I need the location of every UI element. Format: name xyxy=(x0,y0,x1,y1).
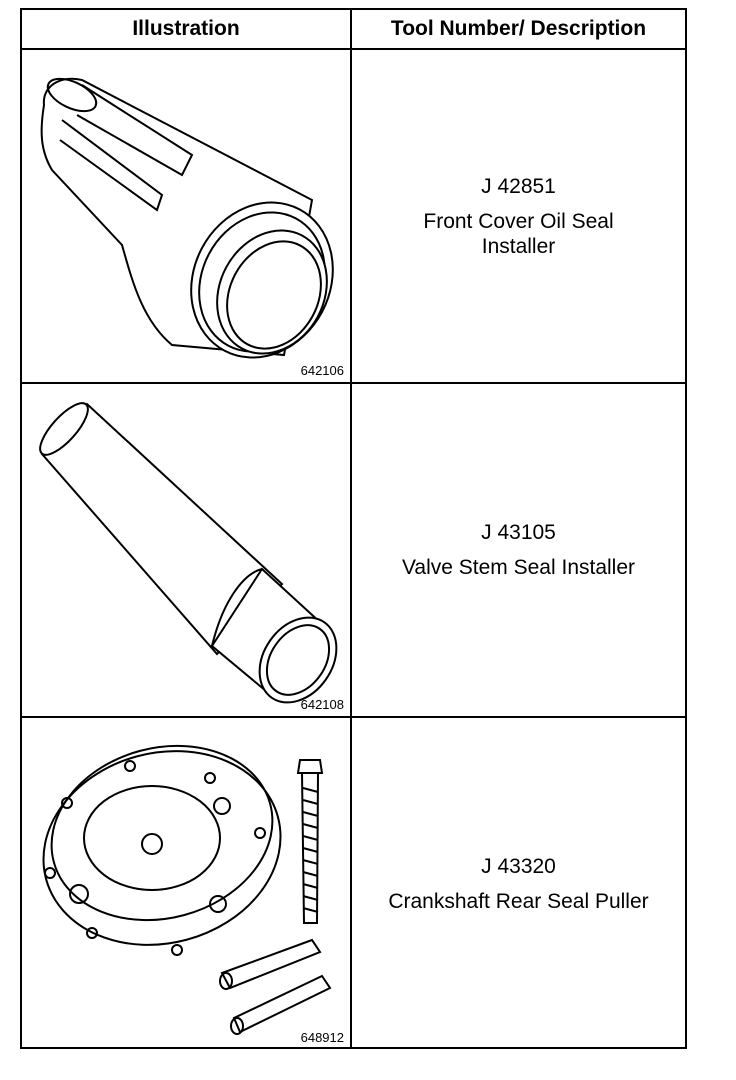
illustration-cell-1: 642106 xyxy=(22,50,350,382)
illustration-cell-3: 648912 xyxy=(22,718,350,1049)
tool-number-2: J 43105 xyxy=(481,521,556,544)
tool-number-1: J 42851 xyxy=(481,174,556,198)
tool-description-2-line1: Valve Stem Seal Installer xyxy=(401,556,636,579)
tool-number-3: J 43320 xyxy=(481,854,556,878)
description-cell-2: J 43105 Valve Stem Seal Installer xyxy=(352,384,685,716)
tools-table: Illustration Tool Number/ Description 64… xyxy=(20,8,687,1049)
row-divider-1 xyxy=(22,382,685,384)
tool-description-3-line1: Crankshaft Rear Seal Puller xyxy=(388,889,649,913)
description-cell-3: J 43320 Crankshaft Rear Seal Puller xyxy=(352,718,685,1049)
header-divider xyxy=(22,48,685,50)
header-illustration: Illustration xyxy=(132,17,240,40)
column-divider xyxy=(350,10,352,1047)
description-cell-1: J 42851 Front Cover Oil Seal Installer xyxy=(352,50,685,382)
front-cover-oil-seal-installer-illustration xyxy=(40,77,334,359)
figure-number-3: 648912 xyxy=(300,1030,344,1045)
header-tool-description: Tool Number/ Description xyxy=(390,17,647,40)
illustration-cell-2: 642108 xyxy=(22,384,350,716)
crankshaft-rear-seal-puller-illustration xyxy=(42,744,332,1035)
tool-description-1-line2: Installer xyxy=(481,234,556,258)
figure-number-2: 642108 xyxy=(300,697,344,712)
tool-description-1-line1: Front Cover Oil Seal xyxy=(423,209,614,233)
valve-stem-seal-installer-illustration xyxy=(39,402,338,704)
figure-number-1: 642106 xyxy=(300,363,344,378)
row-divider-2 xyxy=(22,716,685,718)
